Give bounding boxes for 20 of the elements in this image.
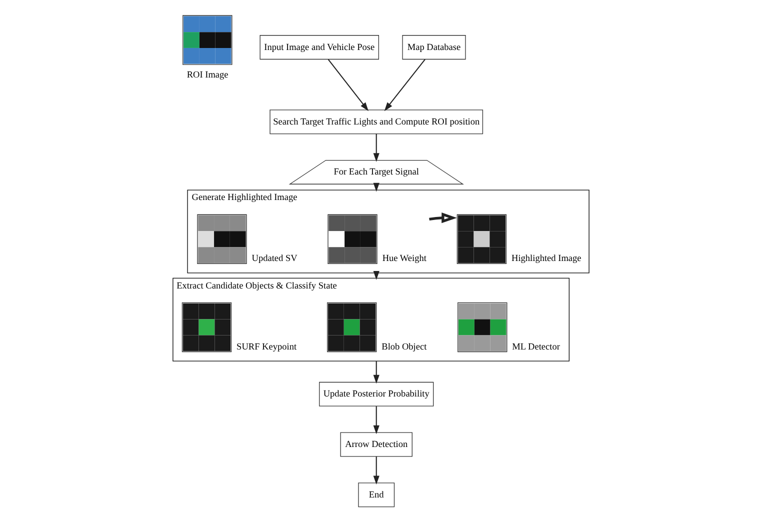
arrow xyxy=(429,212,457,224)
node-label: Hue Weight xyxy=(382,254,426,264)
node-label: ROI Image xyxy=(186,70,228,80)
arrow xyxy=(328,59,369,112)
node-label: SURF Keypoint xyxy=(236,342,297,352)
node-box: Arrow Detection xyxy=(340,432,412,457)
node-box: Map Database xyxy=(402,35,466,60)
node-label: Highlighted Image xyxy=(512,254,582,264)
arrow xyxy=(373,456,380,485)
node-label: Blob Object xyxy=(382,342,427,352)
arrow xyxy=(373,361,380,384)
arrow xyxy=(373,406,380,434)
node-box: End xyxy=(358,482,395,508)
arrow xyxy=(384,59,426,112)
node-label: Updated SV xyxy=(252,254,298,264)
node-label: ML Detector xyxy=(512,342,560,352)
node-box: Update Posterior Probability xyxy=(319,382,434,406)
node-box: Input Image and Vehicle Pose xyxy=(260,35,380,60)
arrow xyxy=(373,134,380,162)
node-box: Search Target Traffic Lights and Compute ROI position xyxy=(270,110,484,134)
